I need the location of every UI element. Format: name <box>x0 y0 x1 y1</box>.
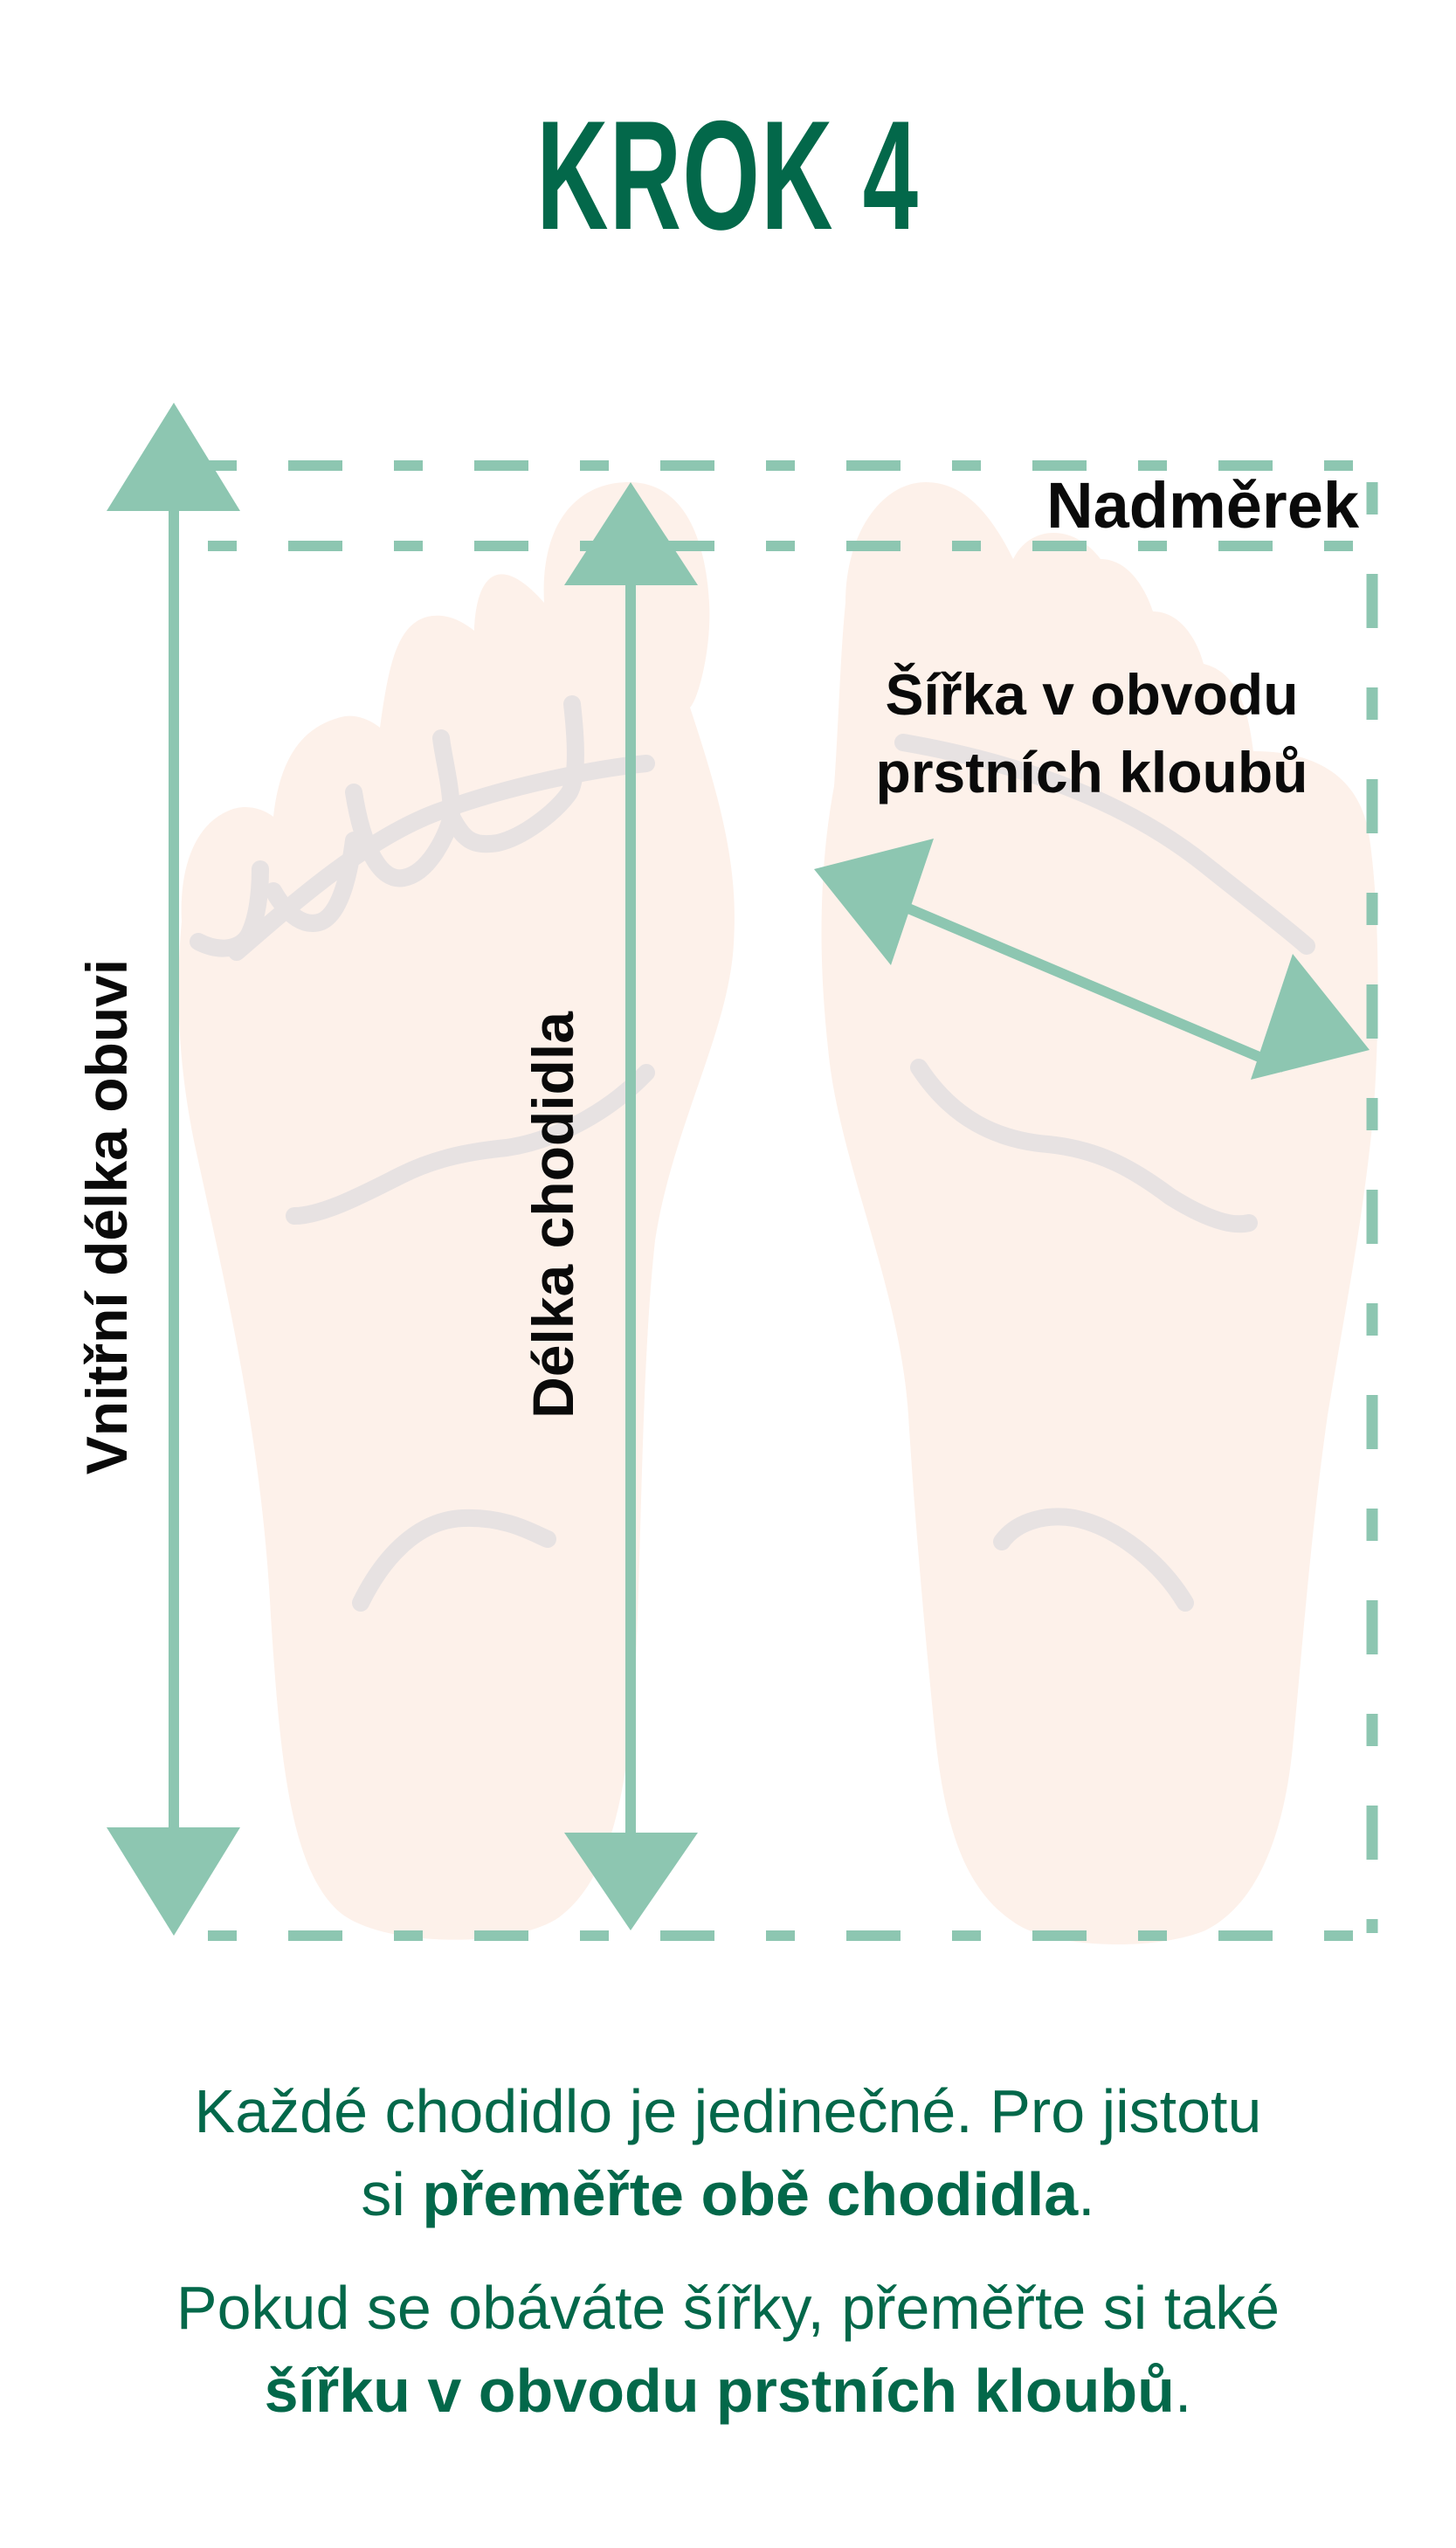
caption-both-feet: Každé chodidlo je jedinečné. Pro jistotu… <box>0 2070 1456 2236</box>
caption-1-line-2-prefix: si <box>361 2160 423 2228</box>
caption-1-line-1: Každé chodidlo je jedinečné. Pro jistotu <box>194 2077 1262 2145</box>
title-container: KROK 4 <box>0 98 1456 253</box>
foot-length-label: Délka chodidla <box>521 1011 585 1419</box>
caption-2-line-2-suffix: . <box>1174 2357 1192 2425</box>
foot-left-icon <box>178 482 735 1940</box>
double-arrow-diagonal-icon <box>814 839 1370 1080</box>
caption-2-line-2: šířku v obvodu prstních kloubů. <box>0 2350 1456 2433</box>
foot-right-icon <box>821 482 1378 1945</box>
page-title: KROK 4 <box>536 88 920 262</box>
foot-length-arrow-icon <box>564 482 698 1930</box>
caption-1-emphasis: přeměřte obě chodidla <box>422 2160 1079 2228</box>
dashed-box-icon <box>208 460 1378 1941</box>
inner-shoe-length-arrow-icon <box>107 403 240 1936</box>
ball-width-label-line1: Šířka v obvodu <box>885 662 1298 727</box>
ball-width-label-line2: prstních kloubů <box>876 740 1308 804</box>
inner-shoe-length-label: Vnitřní délka obuvi <box>74 959 139 1474</box>
overage-label: Nadměrek <box>1046 469 1360 542</box>
caption-1-line-2: si přeměřte obě chodidla. <box>0 2153 1456 2236</box>
caption-2-emphasis: šířku v obvodu prstních kloubů <box>264 2357 1175 2425</box>
caption-1-line-2-suffix: . <box>1078 2160 1095 2228</box>
caption-2-line-1: Pokud se obáváte šířky, přeměřte si také <box>176 2274 1280 2342</box>
caption-ball-width: Pokud se obáváte šířky, přeměřte si také… <box>0 2267 1456 2433</box>
